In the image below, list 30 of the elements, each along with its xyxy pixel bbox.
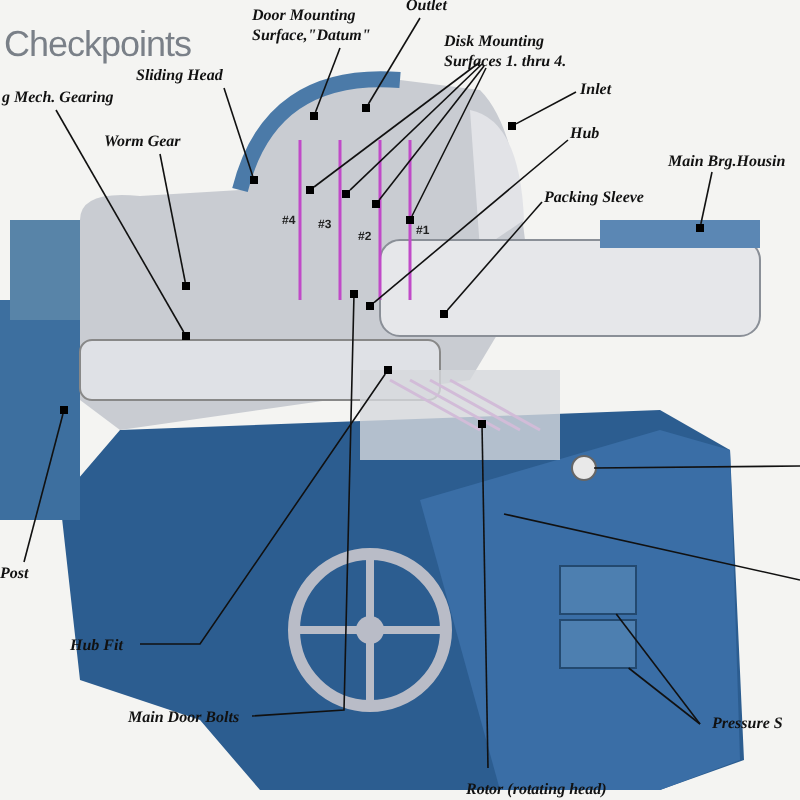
callout-label: Packing Sleeve (544, 188, 644, 208)
leader-line (349, 63, 483, 191)
gauge-box (559, 619, 637, 669)
leader-line (446, 201, 543, 311)
diagram-title: Checkpoints (4, 24, 192, 66)
callout-label: Disk Mounting Surfaces 1. thru 4. (444, 32, 588, 72)
leader-line (378, 65, 485, 201)
callout-label: Door Mounting Surface,"Datum" (252, 6, 380, 46)
leader-line (55, 109, 185, 333)
leader-line (23, 413, 64, 563)
callout-label: Hub (570, 124, 600, 144)
leader-line (373, 139, 569, 304)
leader-line (367, 17, 421, 105)
callout-label: Post (0, 564, 29, 584)
leader-line (223, 87, 254, 177)
callout-label: Worm Gear (104, 132, 181, 152)
callout-label: Inlet (580, 80, 612, 100)
leader-line (251, 297, 355, 717)
leader-line (615, 613, 701, 725)
leader-line (159, 153, 186, 283)
leader-line (314, 47, 341, 113)
gauge-box (559, 565, 637, 615)
leader-line (139, 373, 387, 645)
callout-label: g Mech. Gearing (2, 88, 114, 108)
leader-line (515, 91, 577, 125)
callout-label: Main Brg.Housin (668, 152, 786, 172)
leader-line (411, 67, 487, 217)
callout-label: Sliding Head (136, 66, 223, 86)
leader-line (627, 667, 701, 725)
leader-line (481, 427, 489, 769)
